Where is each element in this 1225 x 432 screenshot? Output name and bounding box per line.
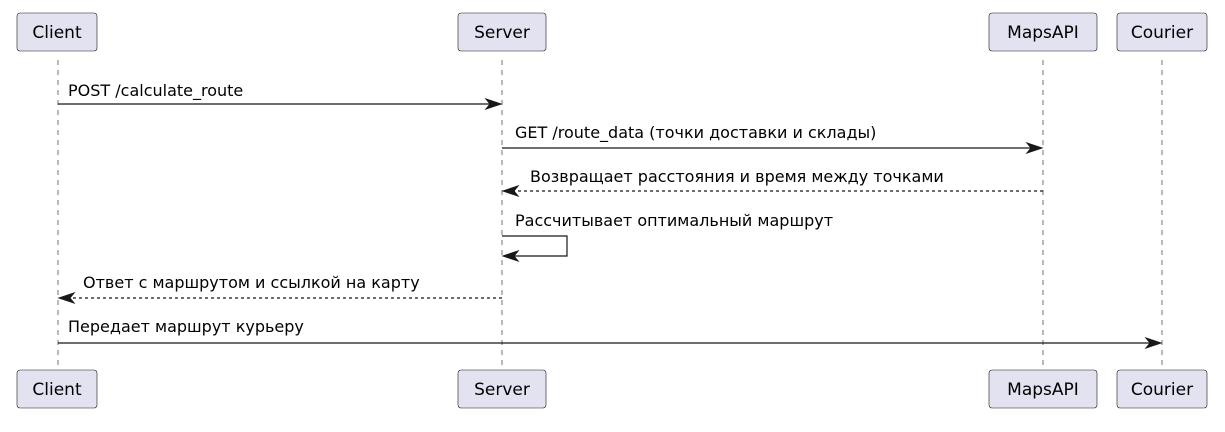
participant-courier-top: Courier [1116,12,1208,52]
participant-maps-top: MapsAPI [988,12,1098,52]
message-response-with-route: Ответ с маршрутом и ссылкой на карту [57,273,502,305]
participant-server-label: Server [474,380,530,400]
message-label: Возвращает расстояния и время между точк… [530,167,944,186]
arrowhead [57,291,76,305]
participant-client-top: Client [16,12,98,52]
message-send-route-to-courier: Передает маршрут курьеру [58,317,1163,350]
participant-courier-label: Courier [1131,380,1193,400]
message-get-route-data: GET /route_data (точки доставки и склады… [502,123,1044,155]
participant-maps-label: MapsAPI [1007,23,1079,43]
participant-client-label: Client [32,23,82,43]
participant-maps-label: MapsAPI [1007,380,1079,400]
arrowhead [484,97,503,111]
arrowhead [501,184,520,198]
participant-maps-bottom: MapsAPI [988,369,1098,409]
arrowhead [1144,336,1163,350]
message-post-calculate-route: POST /calculate_route [58,81,503,111]
message-label: Ответ с маршрутом и ссылкой на карту [83,273,420,292]
message-label: Передает маршрут курьеру [68,317,304,336]
participant-courier-bottom: Courier [1116,369,1208,409]
message-label: POST /calculate_route [68,81,243,101]
participant-server-label: Server [474,23,530,43]
participant-courier-label: Courier [1131,23,1193,43]
arrowhead [501,249,520,263]
participant-client-label: Client [32,380,82,400]
participant-server-bottom: Server [457,369,547,409]
participant-server-top: Server [457,12,547,52]
message-return-distances: Возвращает расстояния и время между точк… [501,167,1043,198]
message-label: Рассчитывает оптимальный маршрут [515,211,833,230]
arrowhead [1025,141,1044,155]
message-label: GET /route_data (точки доставки и склады… [515,123,876,143]
message-calculate-optimal-route: Рассчитывает оптимальный маршрут [501,211,833,263]
participant-client-bottom: Client [16,369,98,409]
